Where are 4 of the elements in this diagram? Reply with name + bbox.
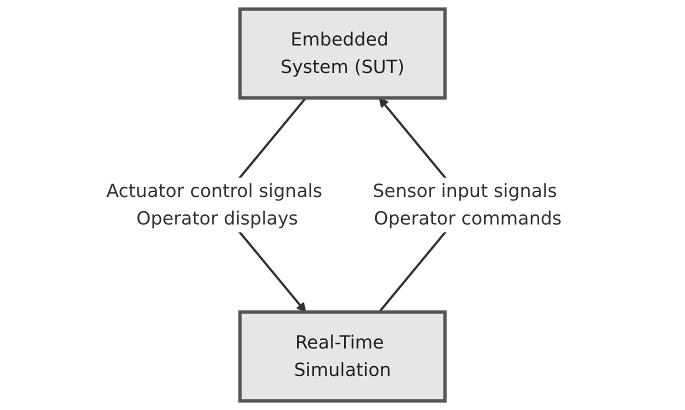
edge-label: Sensor input signals Operator commands — [372, 180, 562, 229]
edge-label: Actuator control signals Operator displays — [106, 180, 322, 229]
node-box: Embedded System (SUT) — [238, 7, 447, 100]
node-box: Real-Time Simulation — [238, 310, 447, 403]
